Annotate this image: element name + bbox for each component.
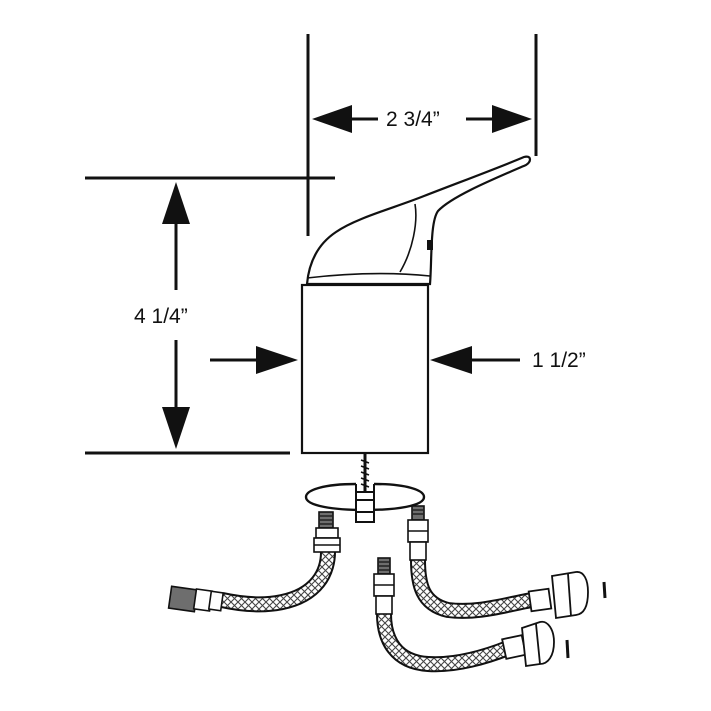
- height-arrow-up: [162, 182, 190, 290]
- mounting-hardware: [304, 454, 426, 523]
- supply-hose-right-lower: [373, 557, 570, 673]
- base-arrow-left: [210, 346, 298, 374]
- hose-right-upper-end-mark: [602, 581, 607, 599]
- base-label: 1 1/2”: [532, 349, 586, 372]
- height-dimension: 4 1/4”: [85, 176, 335, 455]
- faucet-lever-pivot: [427, 240, 433, 250]
- width-arrow-right: [466, 105, 532, 133]
- hose-left-fitting-end: [167, 585, 225, 613]
- hose-right-lower-fitting-top: [373, 557, 395, 615]
- hose-left-braid: [220, 551, 336, 613]
- hose-left-fitting-top: [313, 511, 341, 553]
- faucet-cap-line: [306, 272, 431, 279]
- mounting-nut: [355, 491, 375, 523]
- width-dimension: 2 3/4”: [306, 34, 538, 236]
- hose-right-upper-fitting-top: [407, 505, 429, 561]
- base-arrow-right: [430, 346, 520, 374]
- width-label: 2 3/4”: [386, 108, 440, 131]
- height-label: 4 1/4”: [134, 305, 188, 328]
- supply-hose-left: [167, 511, 341, 613]
- hose-right-lower-end-mark: [565, 639, 570, 659]
- height-arrow-down: [162, 340, 190, 449]
- supply-hose-right-upper: [407, 505, 607, 620]
- faucet-lever-highlight: [399, 203, 417, 273]
- hose-right-lower-fitting-end: [501, 620, 570, 668]
- faucet-body: [300, 155, 531, 455]
- faucet-base-cylinder: [300, 283, 430, 455]
- base-dimension: 1 1/2”: [210, 346, 586, 374]
- faucet-lever-handle: [305, 155, 531, 286]
- hose-right-upper-fitting-end: [527, 571, 607, 620]
- width-arrow-left: [312, 105, 378, 133]
- threaded-stud: [360, 454, 370, 492]
